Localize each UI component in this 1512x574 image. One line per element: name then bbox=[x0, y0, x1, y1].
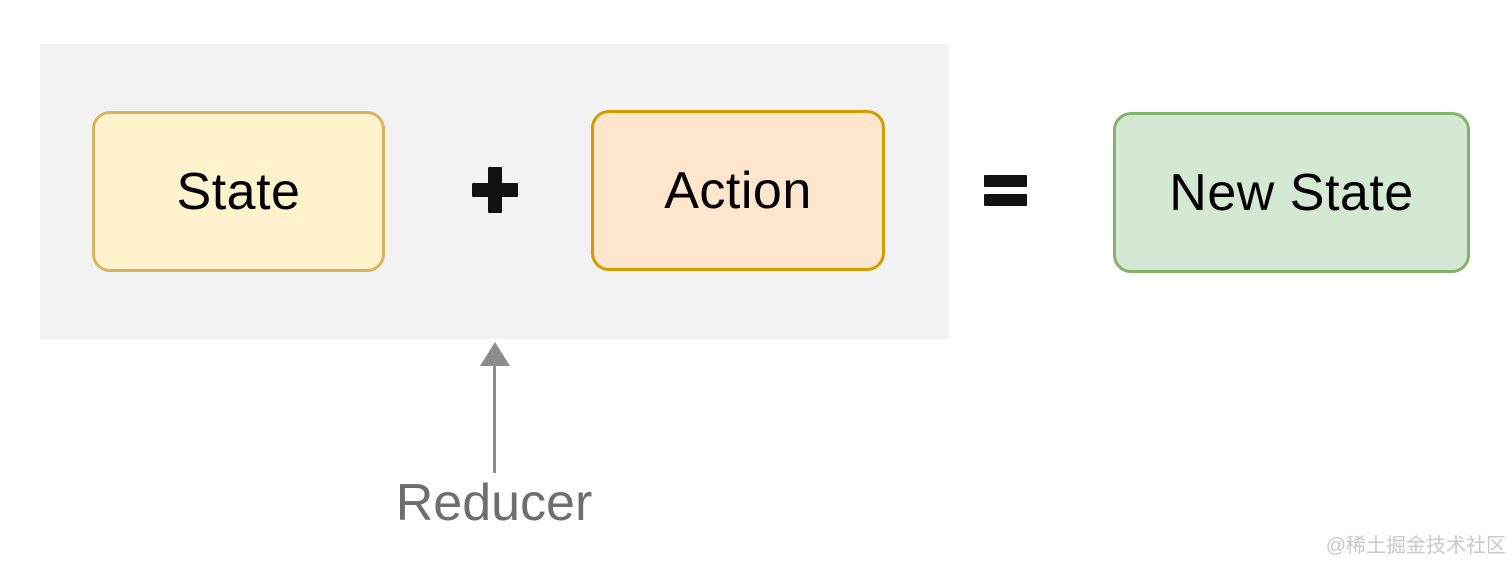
new-state-node-label: New State bbox=[1169, 163, 1414, 222]
plus-icon-horizontal-bar bbox=[472, 183, 518, 197]
plus-operator-icon bbox=[455, 150, 535, 230]
reducer-arrow-shaft bbox=[493, 362, 496, 473]
state-node-label: State bbox=[176, 162, 301, 221]
action-node: Action bbox=[591, 110, 885, 271]
equals-icon-top-bar bbox=[984, 175, 1027, 187]
state-node: State bbox=[92, 111, 385, 272]
watermark-text: @稀土掘金技术社区 bbox=[1325, 535, 1506, 557]
reducer-label: Reducer bbox=[395, 474, 593, 532]
action-node-label: Action bbox=[664, 161, 812, 220]
new-state-node: New State bbox=[1113, 112, 1470, 273]
equals-operator-icon bbox=[965, 150, 1045, 230]
equals-icon-bottom-bar bbox=[984, 194, 1027, 206]
